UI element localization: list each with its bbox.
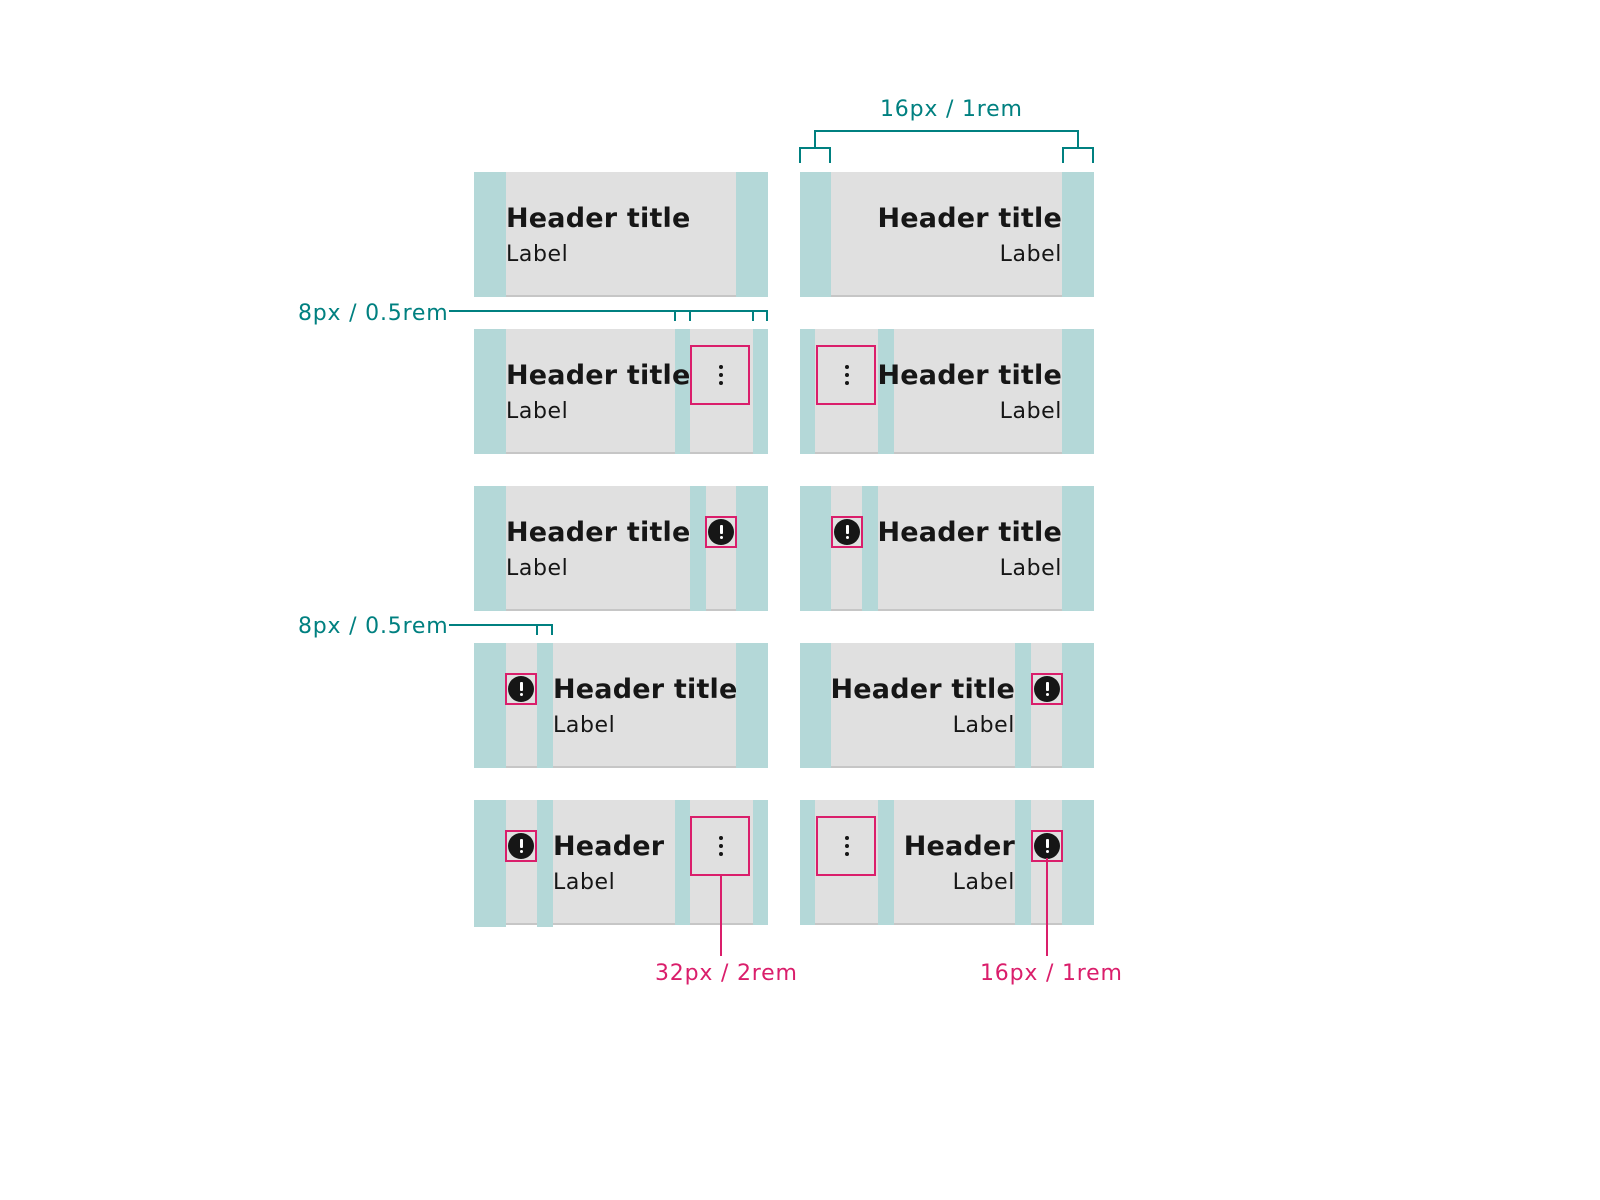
padding-highlight <box>800 329 815 454</box>
padding-highlight <box>1062 643 1094 768</box>
header-cell-with-overflow-right: Header title Label <box>474 329 768 454</box>
padding-highlight <box>753 800 768 925</box>
gap-bracket <box>449 310 768 321</box>
padding-highlight <box>1015 800 1031 925</box>
padding-bracket <box>1062 147 1094 163</box>
gap-annotation: 8px / 0.5rem <box>298 301 449 326</box>
header-title: Header title <box>830 674 1015 705</box>
overflow-menu-vertical-icon <box>719 836 723 856</box>
header-label: Label <box>952 713 1015 738</box>
header-label: Label <box>952 870 1015 895</box>
padding-highlight <box>474 643 506 768</box>
padding-highlight <box>800 643 831 768</box>
size-annotation: 16px / 1rem <box>980 961 1123 986</box>
padding-highlight <box>1062 486 1094 611</box>
warning-filled-icon <box>708 519 734 545</box>
status-icon-frame <box>705 516 737 548</box>
overflow-menu-button[interactable] <box>690 345 750 405</box>
status-icon-frame <box>505 673 537 705</box>
padding-highlight <box>878 329 894 454</box>
overflow-menu-button[interactable] <box>816 345 876 405</box>
header-cell-with-leading-status: Header title Label <box>474 643 768 768</box>
padding-highlight <box>736 172 768 297</box>
warning-filled-icon <box>508 676 534 702</box>
overflow-menu-vertical-icon <box>845 836 849 856</box>
header-title: Header title <box>506 360 691 391</box>
size-annotation: 32px / 2rem <box>655 961 798 986</box>
status-icon-frame <box>505 830 537 862</box>
padding-highlight <box>862 486 878 611</box>
padding-highlight <box>474 800 506 927</box>
header-label: Label <box>999 242 1062 267</box>
header-title: Header title <box>877 203 1062 234</box>
padding-highlight <box>474 172 506 297</box>
header-label: Label <box>506 242 569 267</box>
header-label: Label <box>553 870 616 895</box>
padding-highlight <box>878 800 894 925</box>
header-cell-status-and-overflow: Header Label <box>474 800 768 927</box>
padding-bracket <box>814 130 1079 148</box>
padding-highlight <box>474 486 506 611</box>
gap-annotation: 8px / 0.5rem <box>298 614 449 639</box>
overflow-menu-button[interactable] <box>816 816 876 876</box>
status-icon-frame <box>831 516 863 548</box>
header-label: Label <box>506 556 569 581</box>
header-label: Label <box>999 399 1062 424</box>
padding-highlight <box>537 800 553 927</box>
header-title: Header <box>553 831 665 862</box>
padding-bracket <box>799 147 831 163</box>
header-title: Header title <box>506 203 691 234</box>
header-cell-with-status-right: Header title Label <box>474 486 768 611</box>
header-title: Header title <box>877 360 1062 391</box>
padding-highlight <box>1015 643 1031 768</box>
padding-highlight <box>1062 172 1094 297</box>
warning-filled-icon <box>508 833 534 859</box>
status-icon-frame <box>1031 830 1063 862</box>
overflow-menu-vertical-icon <box>719 365 723 385</box>
padding-highlight <box>675 329 690 454</box>
header-cell-with-trailing-status: Header title Label <box>800 643 1094 768</box>
padding-annotation: 16px / 1rem <box>880 97 1023 122</box>
header-label: Label <box>999 556 1062 581</box>
padding-highlight <box>690 486 706 611</box>
gap-bracket <box>449 624 553 635</box>
padding-highlight <box>736 486 768 611</box>
header-title: Header title <box>877 517 1062 548</box>
overflow-menu-vertical-icon <box>845 365 849 385</box>
header-title: Header <box>903 831 1015 862</box>
padding-highlight <box>753 329 768 454</box>
padding-highlight <box>736 643 768 768</box>
header-cell-overflow-and-status: Header Label <box>800 800 1094 925</box>
warning-filled-icon <box>1034 676 1060 702</box>
padding-highlight <box>800 486 831 611</box>
padding-highlight <box>474 329 506 454</box>
header-cell-with-status-left: Header title Label <box>800 486 1094 611</box>
padding-highlight <box>537 643 553 768</box>
padding-highlight <box>1062 329 1094 454</box>
header-cell-left-aligned: Header title Label <box>474 172 768 297</box>
header-cell-with-overflow-left: Header title Label <box>800 329 1094 454</box>
header-label: Label <box>506 399 569 424</box>
padding-highlight <box>675 800 690 925</box>
warning-filled-icon <box>1034 833 1060 859</box>
warning-filled-icon <box>834 519 860 545</box>
padding-highlight <box>800 800 815 925</box>
status-icon-frame <box>1031 673 1063 705</box>
header-cell-right-aligned: Header title Label <box>800 172 1094 297</box>
header-title: Header title <box>506 517 691 548</box>
header-title: Header title <box>553 674 738 705</box>
header-label: Label <box>553 713 616 738</box>
padding-highlight <box>1062 800 1094 925</box>
overflow-menu-button[interactable] <box>690 816 750 876</box>
padding-highlight <box>800 172 831 297</box>
